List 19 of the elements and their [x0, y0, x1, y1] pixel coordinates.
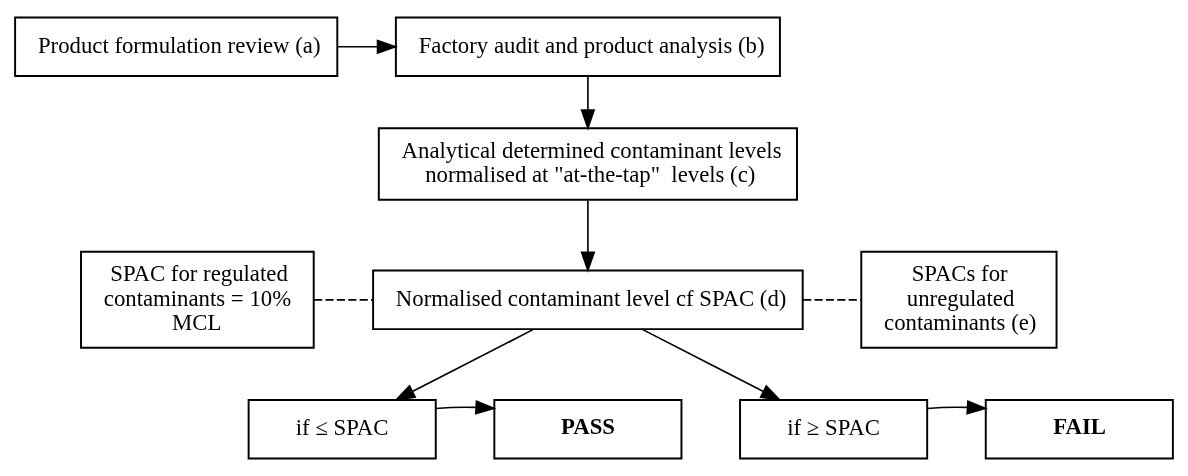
node-box: Analytical determined contaminant levels normalised at "at-the-tap" levels (c) [377, 127, 798, 201]
node-box: if ≤ SPAC [247, 398, 437, 460]
node-box: Product formulation review (a) [14, 16, 339, 78]
connector [313, 299, 374, 301]
node-box: Factory audit and product analysis (b) [394, 16, 781, 78]
arrow [337, 39, 398, 55]
connector [802, 299, 862, 301]
node-box: SPAC for regulated contaminants = 10% MCL [80, 250, 315, 349]
arrow [434, 399, 497, 415]
node-box: FAIL [984, 398, 1174, 460]
node-box: Normalised contaminant level cf SPAC (d) [372, 269, 804, 331]
arrow [580, 75, 596, 131]
node-box: SPACs for unregulated contaminants (e) [860, 250, 1058, 349]
arrow [926, 399, 988, 415]
arrow [641, 328, 782, 401]
node-box: PASS [493, 398, 683, 460]
node-box: if ≥ SPAC [739, 398, 929, 460]
arrow [580, 199, 596, 273]
arrow [394, 328, 535, 401]
